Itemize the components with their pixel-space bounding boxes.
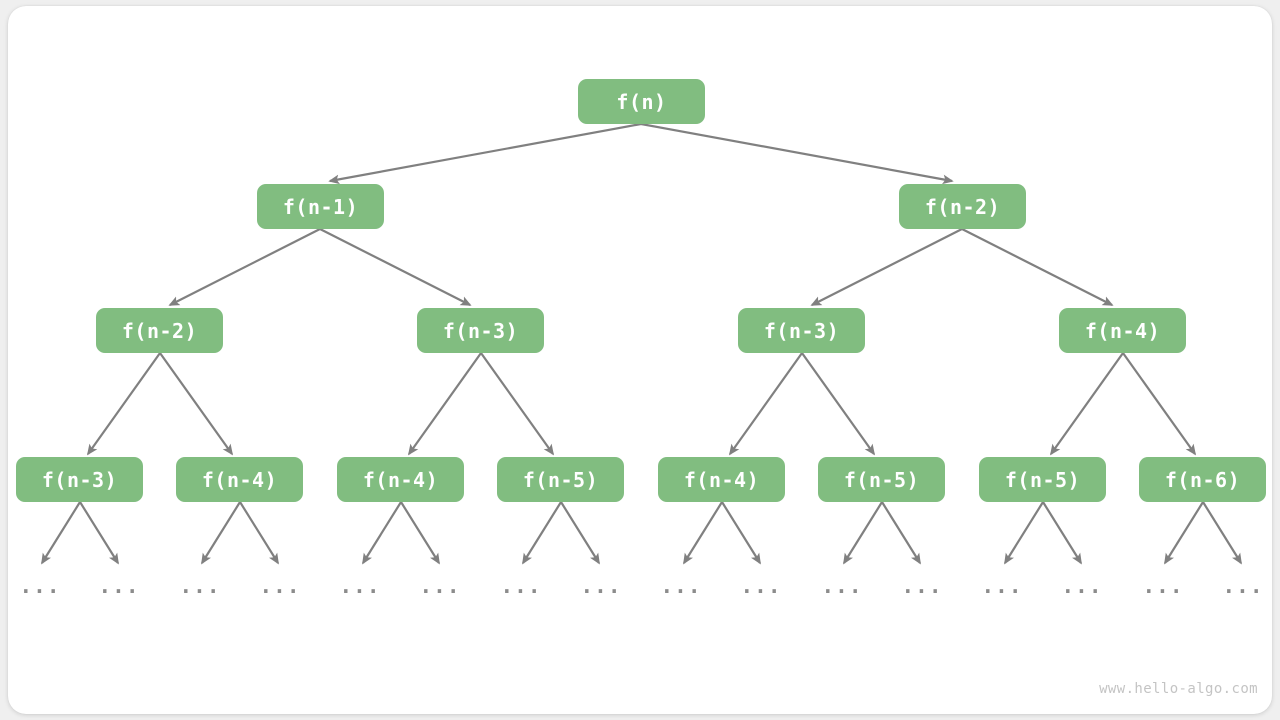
- tree-node[interactable]: f(n-4): [337, 457, 464, 502]
- tree-ellipsis: ...: [981, 574, 1023, 598]
- tree-node[interactable]: f(n-5): [818, 457, 945, 502]
- tree-node[interactable]: f(n-4): [658, 457, 785, 502]
- tree-node[interactable]: f(n-2): [96, 308, 223, 353]
- tree-edge: [400, 501, 440, 565]
- tree-ellipsis: ...: [339, 574, 381, 598]
- tree-edge: [79, 501, 119, 565]
- tree-node[interactable]: f(n-3): [738, 308, 865, 353]
- tree-edge: [1164, 501, 1204, 565]
- tree-node[interactable]: f(n-4): [176, 457, 303, 502]
- tree-edge: [881, 501, 921, 565]
- watermark-label: www.hello-algo.com: [1099, 681, 1258, 697]
- tree-ellipsis: ...: [259, 574, 301, 598]
- tree-ellipsis: ...: [179, 574, 221, 598]
- tree-node[interactable]: f(n-6): [1139, 457, 1266, 502]
- tree-edge: [168, 228, 321, 306]
- tree-node[interactable]: f(n-1): [257, 184, 384, 229]
- tree-ellipsis: ...: [821, 574, 863, 598]
- tree-node[interactable]: f(n-3): [417, 308, 544, 353]
- tree-ellipsis: ...: [98, 574, 140, 598]
- tree-edge: [843, 501, 883, 565]
- tree-ellipsis: ...: [1142, 574, 1184, 598]
- tree-edge: [41, 501, 81, 565]
- tree-edge: [407, 352, 482, 456]
- tree-edge: [640, 122, 954, 185]
- tree-edge: [721, 501, 761, 565]
- tree-edge: [86, 352, 161, 456]
- tree-ellipsis: ...: [1222, 574, 1264, 598]
- tree-edge: [810, 228, 963, 306]
- tree-edge: [201, 501, 241, 565]
- tree-ellipsis: ...: [660, 574, 702, 598]
- tree-node[interactable]: f(n-3): [16, 457, 143, 502]
- tree-edge: [683, 501, 723, 565]
- tree-edge: [480, 352, 555, 456]
- tree-edge: [159, 352, 234, 456]
- tree-node[interactable]: f(n-5): [979, 457, 1106, 502]
- tree-ellipsis: ...: [1061, 574, 1103, 598]
- tree-node[interactable]: f(n): [578, 79, 705, 124]
- tree-edge: [319, 228, 472, 306]
- tree-edge: [362, 501, 402, 565]
- tree-edge: [728, 352, 803, 456]
- tree-edge: [1202, 501, 1242, 565]
- tree-ellipsis: ...: [740, 574, 782, 598]
- tree-edge: [1004, 501, 1044, 565]
- tree-edge: [1122, 352, 1197, 456]
- tree-node[interactable]: f(n-4): [1059, 308, 1186, 353]
- tree-edge: [961, 228, 1114, 306]
- tree-edge: [1049, 352, 1124, 456]
- tree-edge: [1042, 501, 1082, 565]
- tree-ellipsis: ...: [500, 574, 542, 598]
- tree-ellipsis: ...: [19, 574, 61, 598]
- tree-edge: [560, 501, 600, 565]
- tree-ellipsis: ...: [419, 574, 461, 598]
- tree-edge: [801, 352, 876, 456]
- tree-edge: [328, 122, 642, 185]
- tree-node[interactable]: f(n-5): [497, 457, 624, 502]
- tree-ellipsis: ...: [580, 574, 622, 598]
- tree-edge: [239, 501, 279, 565]
- tree-edge: [522, 501, 562, 565]
- tree-node[interactable]: f(n-2): [899, 184, 1026, 229]
- tree-ellipsis: ...: [901, 574, 943, 598]
